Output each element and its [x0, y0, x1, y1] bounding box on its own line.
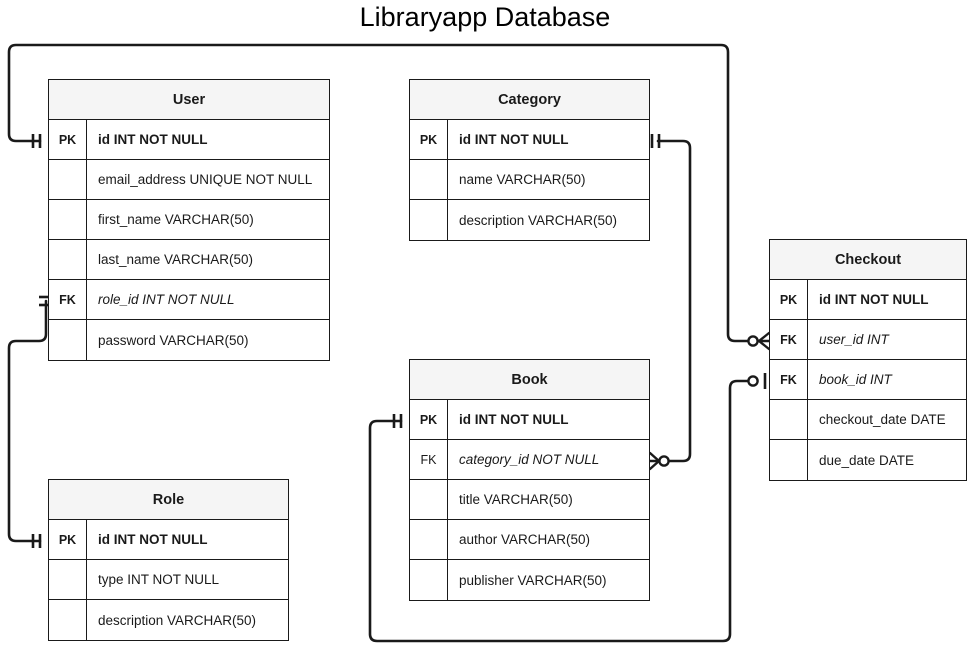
row-key: PK [49, 520, 87, 559]
page-title: Libraryapp Database [359, 2, 611, 32]
table-row[interactable]: FK user_id INT [770, 320, 966, 360]
row-attribute: category_id NOT NULL [459, 452, 600, 467]
row-key: FK [770, 360, 808, 399]
row-key [410, 560, 448, 600]
table-row[interactable]: name VARCHAR(50) [410, 160, 649, 200]
cardinality-one-and-only-one-user-id [31, 134, 42, 148]
row-key [770, 440, 808, 480]
row-key: PK [770, 280, 808, 319]
row-key [410, 520, 448, 559]
row-key [49, 200, 87, 239]
row-attribute: email_address UNIQUE NOT NULL [98, 172, 313, 187]
table-row[interactable]: last_name VARCHAR(50) [49, 240, 329, 280]
row-key: FK [49, 280, 87, 319]
row-key [49, 560, 87, 599]
entity-user-title: User [49, 80, 329, 120]
table-row[interactable]: PK id INT NOT NULL [49, 520, 288, 560]
cardinality-zero-or-one-checkout-book-id [747, 373, 767, 389]
row-key [410, 480, 448, 519]
row-attribute: author VARCHAR(50) [459, 532, 591, 547]
row-key [410, 200, 448, 240]
table-row[interactable]: author VARCHAR(50) [410, 520, 649, 560]
row-attribute: description VARCHAR(50) [459, 212, 618, 228]
table-row[interactable]: description VARCHAR(50) [49, 600, 288, 640]
row-attribute: id INT NOT NULL [819, 292, 929, 307]
row-attribute: id INT NOT NULL [98, 532, 208, 547]
table-row[interactable]: type INT NOT NULL [49, 560, 288, 600]
table-row[interactable]: checkout_date DATE [770, 400, 966, 440]
row-attribute: first_name VARCHAR(50) [98, 212, 254, 227]
row-attribute: role_id INT NOT NULL [98, 292, 235, 307]
table-row[interactable]: FK role_id INT NOT NULL [49, 280, 329, 320]
row-attribute: publisher VARCHAR(50) [459, 572, 607, 588]
row-key [49, 600, 87, 640]
cardinality-zero-or-many-checkout-user-id [747, 331, 771, 351]
table-row[interactable]: PK id INT NOT NULL [410, 400, 649, 440]
table-row[interactable]: PK id INT NOT NULL [49, 120, 329, 160]
cardinality-one-and-only-one-role-id [31, 534, 42, 548]
row-attribute: user_id INT [819, 332, 889, 347]
cardinality-zero-or-many-book-category-id [648, 451, 670, 471]
row-attribute: type INT NOT NULL [98, 572, 220, 587]
table-row[interactable]: due_date DATE [770, 440, 966, 480]
row-attribute: id INT NOT NULL [459, 132, 569, 147]
cardinality-one-and-only-one-book-id [392, 414, 403, 428]
row-attribute: checkout_date DATE [819, 412, 946, 427]
row-key: FK [770, 320, 808, 359]
row-attribute: book_id INT [819, 372, 892, 387]
row-attribute: last_name VARCHAR(50) [98, 252, 254, 267]
row-attribute: id INT NOT NULL [459, 412, 569, 427]
relationship-user-role [7, 299, 48, 543]
row-key: FK [410, 440, 448, 479]
table-row[interactable]: password VARCHAR(50) [49, 320, 329, 360]
row-key: PK [410, 400, 448, 439]
table-row[interactable]: title VARCHAR(50) [410, 480, 649, 520]
row-key [49, 240, 87, 279]
relationship-category-book [656, 139, 692, 463]
row-key: PK [49, 120, 87, 159]
entity-category[interactable]: Category PK id INT NOT NULL name VARCHAR… [409, 79, 650, 241]
table-row[interactable]: FK book_id INT [770, 360, 966, 400]
entity-category-title: Category [410, 80, 649, 120]
row-key [49, 320, 87, 360]
row-key [410, 160, 448, 199]
entity-book-title: Book [410, 360, 649, 400]
row-attribute: title VARCHAR(50) [459, 492, 573, 507]
row-attribute: name VARCHAR(50) [459, 172, 586, 187]
row-key [770, 400, 808, 439]
table-row[interactable]: description VARCHAR(50) [410, 200, 649, 240]
cardinality-one-and-only-one-category-id [650, 134, 661, 148]
row-attribute: password VARCHAR(50) [98, 332, 249, 348]
row-attribute: id INT NOT NULL [98, 132, 208, 147]
row-key: PK [410, 120, 448, 159]
entity-checkout-title: Checkout [770, 240, 966, 280]
entity-book[interactable]: Book PK id INT NOT NULL FK category_id N… [409, 359, 650, 601]
table-row[interactable]: PK id INT NOT NULL [410, 120, 649, 160]
table-row[interactable]: publisher VARCHAR(50) [410, 560, 649, 600]
entity-checkout[interactable]: Checkout PK id INT NOT NULL FK user_id I… [769, 239, 967, 481]
row-key [49, 160, 87, 199]
table-row[interactable]: first_name VARCHAR(50) [49, 200, 329, 240]
entity-role-title: Role [49, 480, 288, 520]
entity-role[interactable]: Role PK id INT NOT NULL type INT NOT NUL… [48, 479, 289, 641]
entity-user[interactable]: User PK id INT NOT NULL email_address UN… [48, 79, 330, 361]
row-attribute: due_date DATE [819, 452, 915, 468]
table-row[interactable]: FK category_id NOT NULL [410, 440, 649, 480]
table-row[interactable]: email_address UNIQUE NOT NULL [49, 160, 329, 200]
table-row[interactable]: PK id INT NOT NULL [770, 280, 966, 320]
row-attribute: description VARCHAR(50) [98, 612, 257, 628]
